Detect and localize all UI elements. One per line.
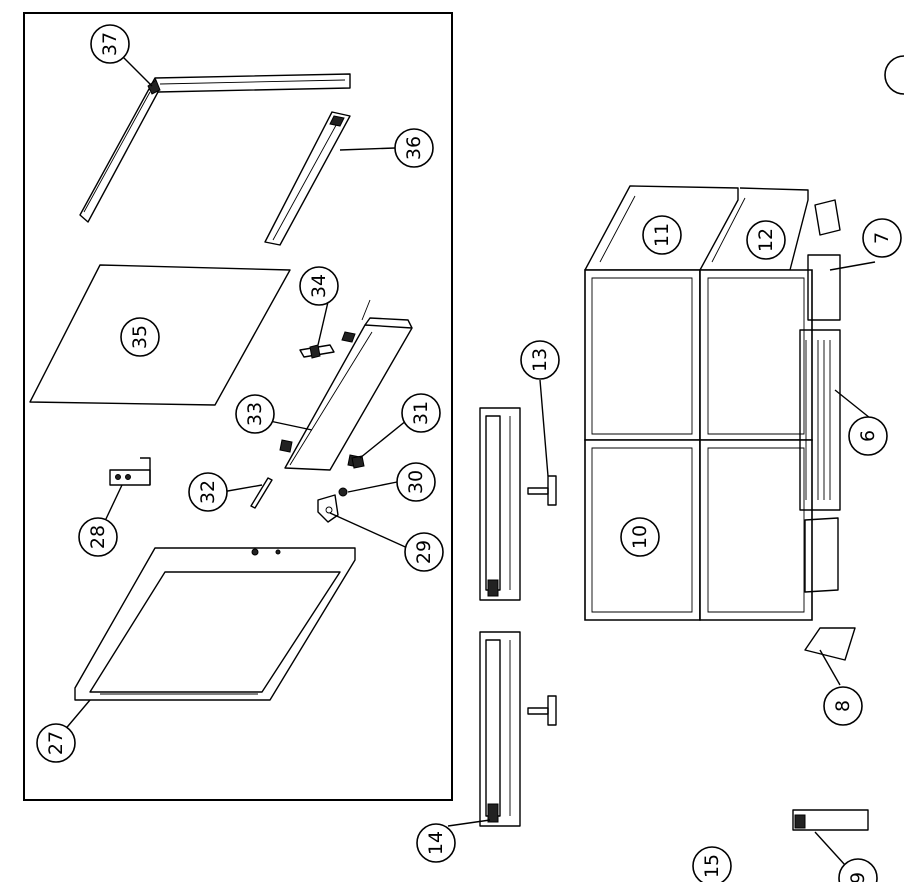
upper-tray [479, 407, 521, 601]
callout-37: 37 [90, 24, 130, 64]
part-14-tray [479, 631, 521, 827]
callout-31-label: 31 [410, 401, 432, 425]
callout-13-label: 13 [529, 348, 551, 372]
callout-6-label: 6 [857, 430, 879, 442]
callout-15: 15 [692, 846, 732, 882]
callout-11-label: 11 [651, 223, 673, 247]
part-35-glass-panel [29, 264, 291, 406]
part-9-box [792, 809, 869, 831]
callout-34: 34 [299, 266, 339, 306]
callout-7-label: 7 [871, 232, 893, 244]
callout-32-label: 32 [197, 480, 219, 504]
callout-8: 8 [823, 686, 863, 726]
callout-14: 14 [416, 823, 456, 863]
callout-15-label: 15 [701, 854, 723, 878]
part-34-bracket [299, 344, 335, 359]
callout-6: 6 [848, 416, 888, 456]
subassembly-frame [23, 12, 453, 801]
callout-37-label: 37 [99, 32, 121, 56]
callout-12: 12 [746, 220, 786, 260]
handle-lower [527, 695, 557, 726]
part-32-pin [250, 477, 273, 509]
callout-7: 7 [862, 218, 902, 258]
callout-14-label: 14 [425, 831, 447, 855]
callout-8-label: 8 [832, 700, 854, 712]
callout-28: 28 [78, 517, 118, 557]
callout-27: 27 [36, 723, 76, 763]
part-29-cam [317, 494, 339, 523]
callout-9: 9 [838, 858, 878, 882]
callout-35-label: 35 [129, 325, 151, 349]
callout-36-label: 36 [403, 136, 425, 160]
callout-30: 30 [396, 462, 436, 502]
partial-callout-edge [884, 55, 904, 95]
callout-13: 13 [520, 340, 560, 380]
callout-27-label: 27 [45, 731, 67, 755]
part-8-wedge [804, 627, 856, 661]
part-6-grille [799, 329, 841, 511]
callout-11: 11 [642, 215, 682, 255]
callout-36: 36 [394, 128, 434, 168]
callout-34-label: 34 [308, 274, 330, 298]
callout-33: 33 [235, 394, 275, 434]
part-28-hinge-bracket [109, 457, 151, 486]
callout-10: 10 [620, 517, 660, 557]
callout-29-label: 29 [413, 540, 435, 564]
callout-30-label: 30 [405, 470, 427, 494]
callout-33-label: 33 [244, 402, 266, 426]
part-27-door-frame [74, 547, 356, 701]
callout-9-label: 9 [847, 872, 869, 882]
part-36-side-rail [264, 111, 351, 246]
part-37-rail-assembly [79, 73, 351, 223]
callout-31: 31 [401, 393, 441, 433]
part-13-handle [527, 475, 557, 506]
part-30-fastener [338, 487, 348, 497]
callout-10-label: 10 [629, 525, 651, 549]
part-7-housing [807, 199, 841, 321]
lower-block [804, 517, 839, 593]
part-31-clip [351, 455, 365, 469]
callout-35: 35 [120, 317, 160, 357]
callout-32: 32 [188, 472, 228, 512]
callout-28-label: 28 [87, 525, 109, 549]
callout-29: 29 [404, 532, 444, 572]
part-33-channel [279, 299, 413, 471]
callout-12-label: 12 [755, 228, 777, 252]
